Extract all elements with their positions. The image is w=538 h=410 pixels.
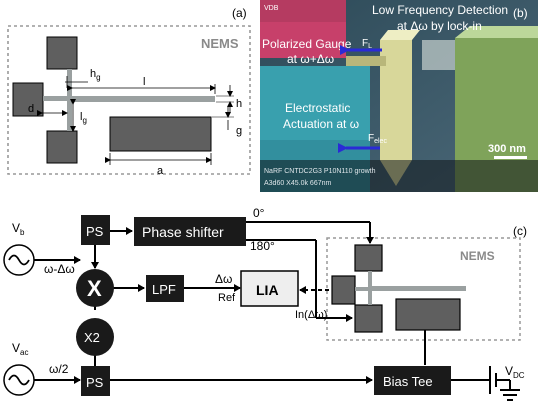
doubler-icon <box>76 318 114 356</box>
panel-a-label: (a) <box>232 6 247 20</box>
pad-top <box>46 36 78 70</box>
mixer-icon <box>76 269 114 307</box>
ps-top-block <box>81 215 110 245</box>
panel-c-blocks: PS Phase shifter 0° 180° X LPF X2 PS Δω … <box>76 206 525 396</box>
scale-bar <box>494 156 527 159</box>
sem-footer <box>260 160 538 192</box>
dim-hg: hg <box>90 68 101 82</box>
fl-label: FL <box>362 38 372 50</box>
nems-pad-top <box>354 244 383 272</box>
panel-b-sem-image: (b) Low Frequency Detection at Δω by loc… <box>260 0 538 192</box>
lia-block <box>240 270 299 307</box>
dim-h: h <box>236 98 242 110</box>
panel-b-label: (b) <box>513 6 528 20</box>
nems-gauge <box>368 271 372 305</box>
nems-frame-a <box>7 25 251 175</box>
detection-line2: at Δω by lock-in <box>397 19 482 33</box>
gauge-horizontal <box>43 96 67 101</box>
gauge-vertical <box>67 69 72 131</box>
lpf-block <box>146 275 184 302</box>
dim-d: d <box>28 103 34 115</box>
nems-pad-bottom <box>354 304 383 333</box>
doubler-label: X2 <box>84 330 100 345</box>
nems-gate <box>395 298 461 331</box>
vb-label: Vb <box>12 221 25 237</box>
panel-c: (c) NEMS Vb Vac ω-Δω ω/2 <box>3 221 527 401</box>
freq-bottom: ω/2 <box>49 362 69 376</box>
deg-180-label: 180° <box>250 239 275 253</box>
dim-g: g <box>236 125 242 137</box>
vac-label: Vac <box>12 341 28 357</box>
phase-shifter-label: Phase shifter <box>142 224 224 240</box>
cantilever-beam <box>72 96 215 102</box>
vdc-label: VDC <box>505 364 525 380</box>
dw-label: Δω <box>215 272 232 286</box>
gauge-line1: Polarized Gauge <box>262 37 352 51</box>
mixer-label: X <box>87 276 102 301</box>
ps-top-label: PS <box>86 224 104 239</box>
actuation-line1: Electrostatic <box>285 101 350 115</box>
detection-line1: Low Frequency Detection <box>372 3 508 17</box>
ps-bottom-label: PS <box>86 375 104 390</box>
ref-label: Ref <box>218 292 236 304</box>
phase-shifter-block <box>134 217 246 246</box>
bias-tee-label: Bias Tee <box>383 374 433 389</box>
panel-c-label: (c) <box>513 224 527 238</box>
sem-yellow-gauge <box>380 40 412 186</box>
dim-lg: lg <box>80 111 87 125</box>
deg-0-label: 0° <box>253 206 265 220</box>
freq-top: ω-Δω <box>44 262 75 276</box>
sem-info-line2: A3d60 X45.0k 667nm <box>264 180 331 187</box>
actuation-line2: Actuation at ω <box>283 117 359 131</box>
corner-tag: VDB <box>264 5 279 12</box>
lia-label: LIA <box>256 282 279 298</box>
ps-bottom-block <box>81 366 110 396</box>
scale-label: 300 nm <box>488 143 526 155</box>
dim-l: l <box>143 76 145 88</box>
nems-beam <box>372 286 466 291</box>
sem-info-line1: NaRF CNTDC2G3 P10N110 growth <box>264 168 376 175</box>
panel-a: (a) NEMS hg l h g d lg a <box>7 6 251 177</box>
gate-electrode <box>109 116 212 152</box>
nems-label-c: NEMS <box>460 249 495 263</box>
in-dw-label: In(Δω) <box>295 309 327 321</box>
felec-label: Felec <box>368 133 387 145</box>
nems-label-a: NEMS <box>201 36 239 51</box>
nems-gauge-h <box>355 287 368 291</box>
dim-a: a <box>157 165 164 177</box>
nems-pad-left <box>331 275 356 305</box>
nems-frame-c <box>326 237 521 341</box>
gauge-line2: at ω+Δω <box>287 52 334 66</box>
pad-bottom <box>46 130 78 164</box>
lpf-label: LPF <box>152 282 176 297</box>
bias-tee-block <box>374 366 451 395</box>
